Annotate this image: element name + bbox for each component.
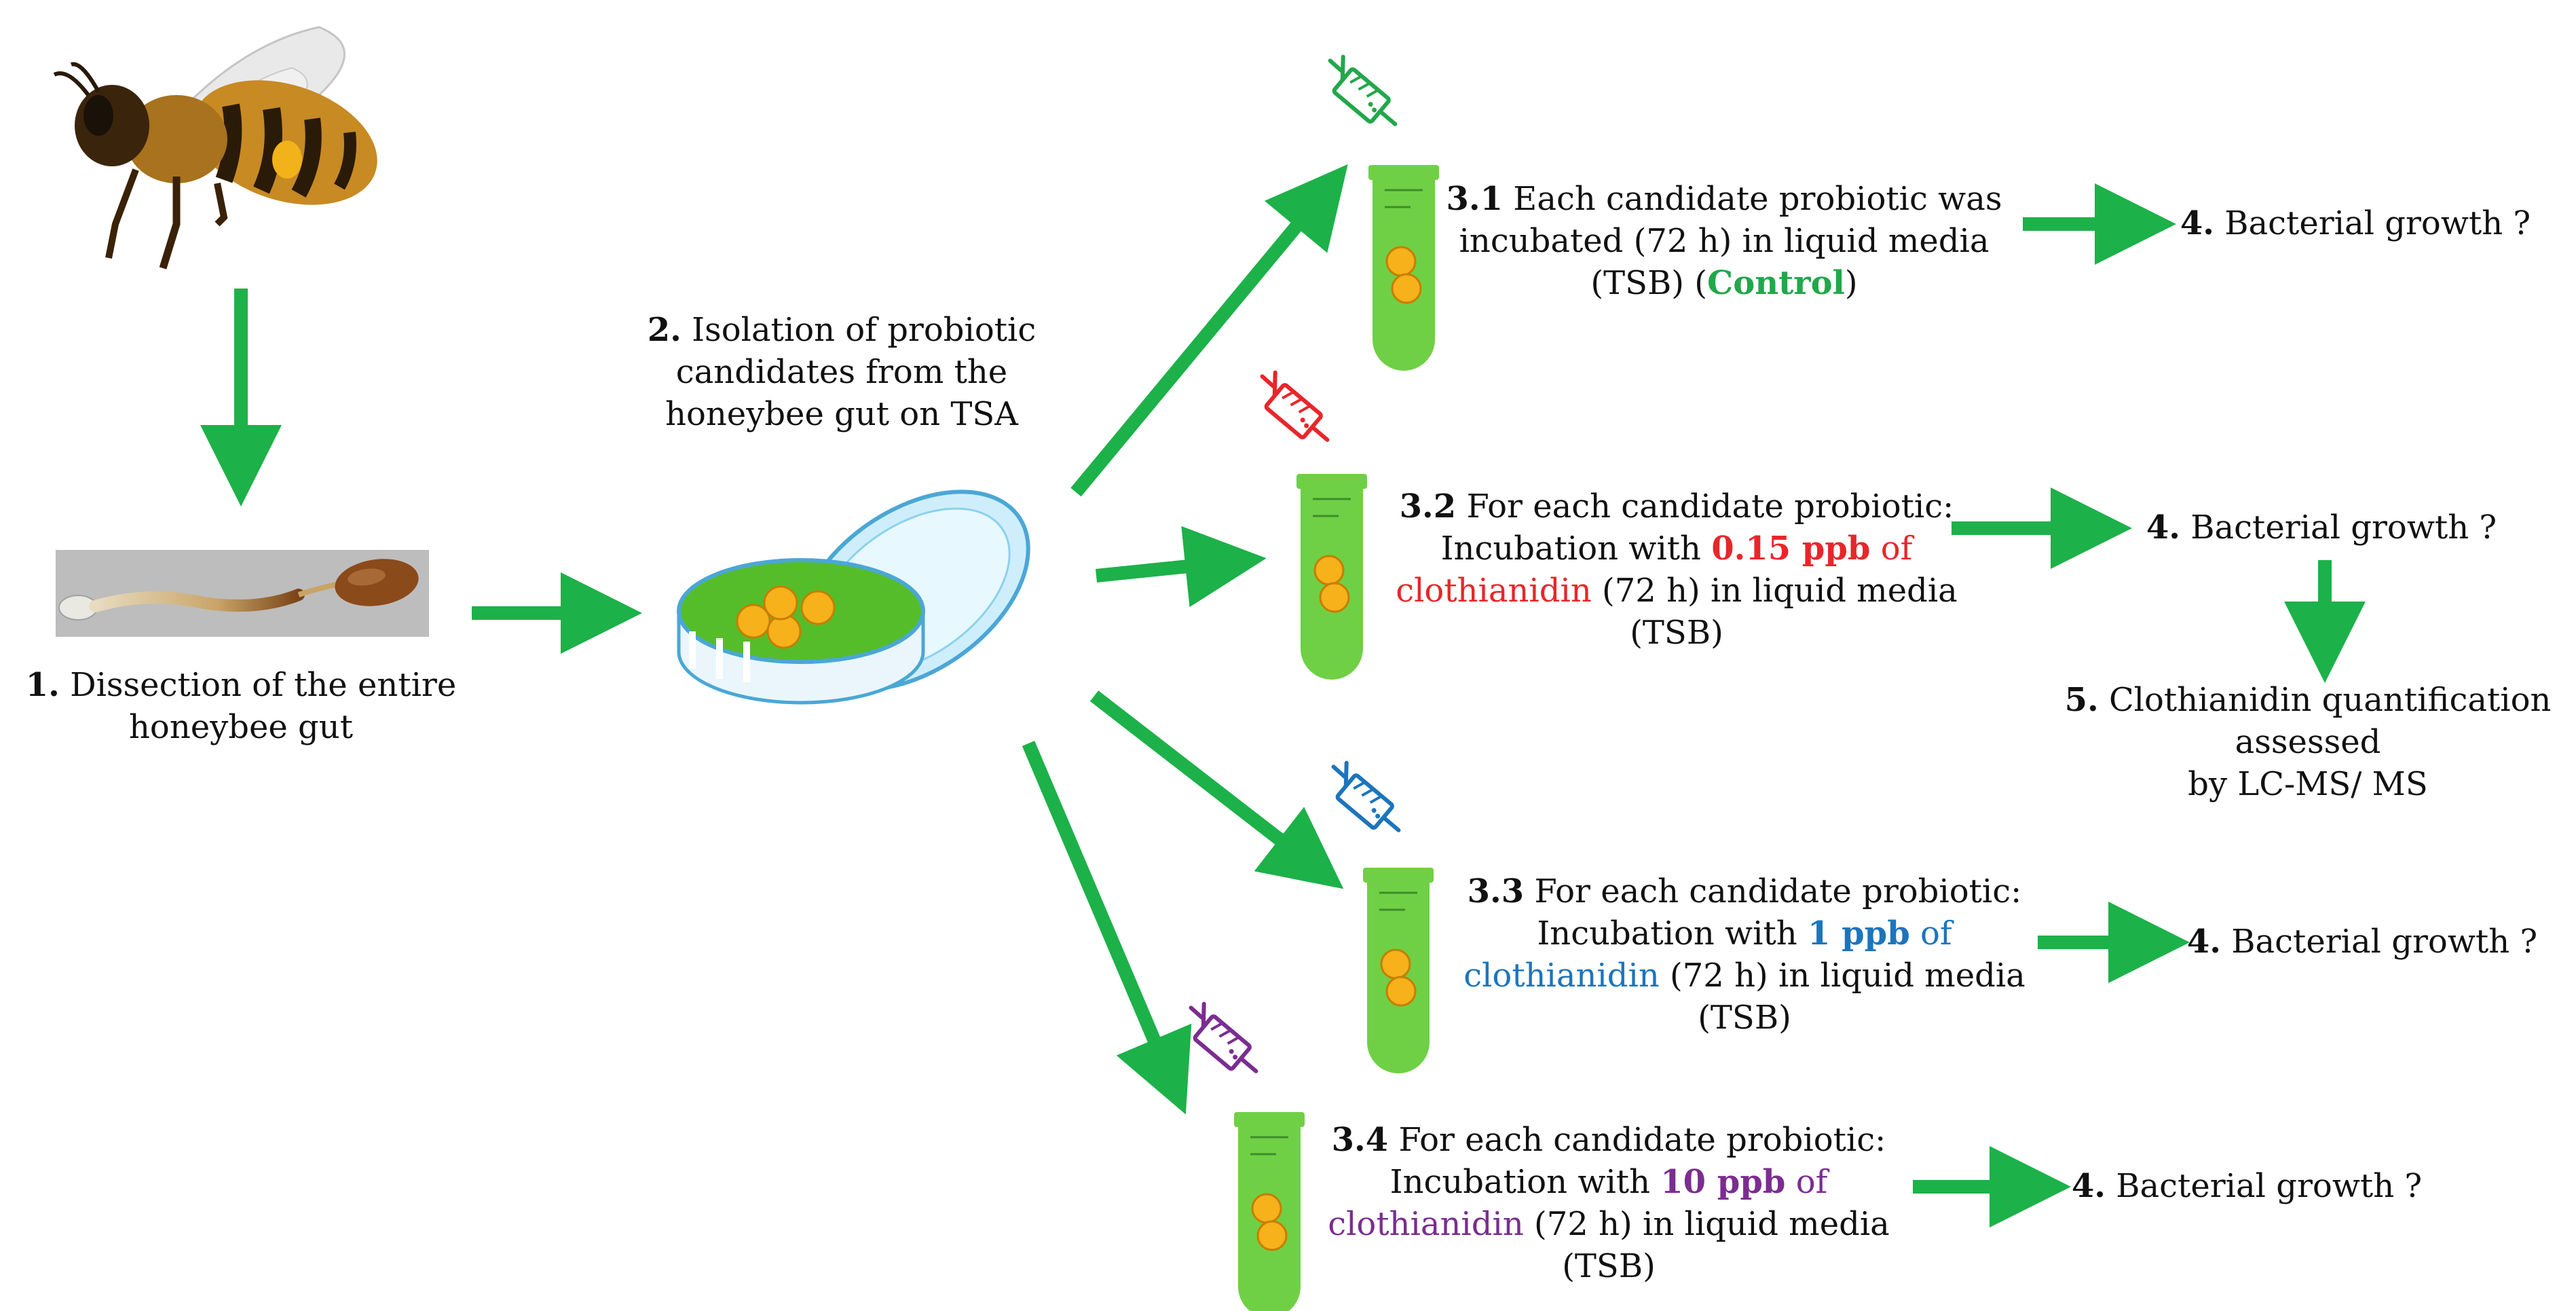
step3-3-label: 3.3 For each candidate probiotic: Incuba… — [1463, 872, 2026, 1037]
test-tube-icon — [1295, 473, 1368, 681]
step3-4-label: 3.4 For each candidate probiotic: Incuba… — [1328, 1121, 1890, 1285]
step3-1-label: 3.1 Each candidate probiotic was incubat… — [1446, 180, 2002, 302]
step3-2-label: 3.2 For each candidate probiotic: Incuba… — [1396, 487, 1958, 652]
test-tube-icon — [1367, 164, 1440, 372]
syringe-icon — [1176, 1000, 1271, 1077]
syringe-icon — [1318, 759, 1414, 836]
gut-icon — [56, 550, 429, 637]
step1-label: 1. Dissection of the entire honeybee gut — [25, 666, 457, 746]
test-tube-icon — [1233, 1111, 1306, 1311]
petri-dish-icon — [677, 490, 1030, 705]
step2-label: 2. Isolation of probiotic candidates fro… — [647, 311, 1037, 433]
step5-label: 5. Clothianidin quantification assessed … — [2064, 681, 2552, 803]
step4-label-1: 4. Bacterial growth ? — [2180, 204, 2531, 242]
bee-icon — [53, 26, 377, 270]
arrow — [1095, 525, 1267, 608]
test-tube-icon — [1362, 866, 1435, 1075]
arrow — [1070, 164, 1348, 497]
arrow — [1089, 690, 1344, 889]
syringe-icon — [1315, 53, 1411, 130]
syringe-icon — [1247, 369, 1343, 446]
arrow — [1022, 741, 1192, 1115]
step4-label-3: 4. Bacterial growth ? — [2186, 923, 2538, 961]
step4-label-2: 4. Bacterial growth ? — [2146, 509, 2497, 547]
step4-label-4: 4. Bacterial growth ? — [2071, 1167, 2423, 1205]
